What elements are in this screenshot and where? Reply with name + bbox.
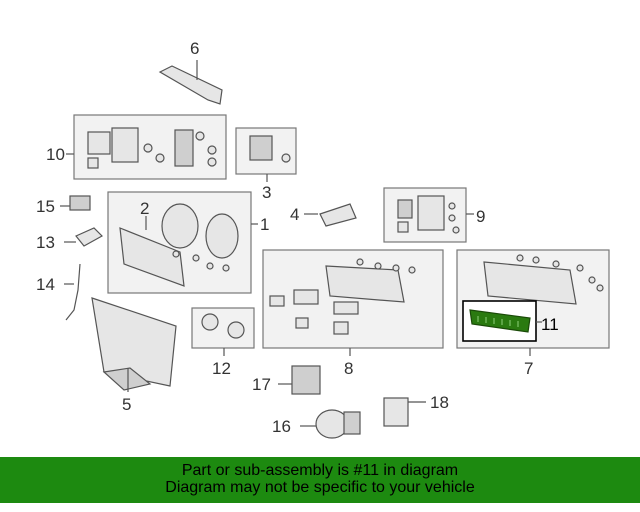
part-11-shape: [469, 309, 531, 333]
callout-4: 4: [290, 205, 299, 224]
part-15-clip[interactable]: 15: [36, 195, 91, 216]
part-14-tube[interactable]: 14: [36, 263, 81, 321]
part-8-control-unit[interactable]: 8: [262, 249, 444, 378]
part-1-instrument-cluster[interactable]: 1 2: [107, 191, 269, 294]
part-18-bracket[interactable]: 18: [383, 393, 449, 427]
part-6-trim-strip[interactable]: 6: [158, 39, 223, 105]
part-10-switch-group[interactable]: 10: [46, 114, 227, 180]
part-16-motor[interactable]: 16: [272, 409, 361, 439]
part-3-switch[interactable]: 3: [235, 127, 297, 202]
part-17-connector[interactable]: 17: [252, 365, 321, 395]
callout-10: 10: [46, 145, 65, 164]
callout-14: 14: [36, 275, 55, 294]
callout-2: 2: [140, 199, 149, 218]
callout-5: 5: [122, 395, 131, 414]
banner-line-2: Diagram may not be specific to your vehi…: [165, 479, 475, 496]
part-4-bracket[interactable]: 4: [290, 203, 357, 227]
group-box-8: [262, 249, 444, 349]
callout-13: 13: [36, 233, 55, 252]
callout-18: 18: [430, 393, 449, 412]
info-banner: Part or sub-assembly is #11 in diagram D…: [0, 457, 640, 503]
callout-11: 11: [541, 315, 559, 334]
part-12-knobs[interactable]: 12: [191, 307, 255, 378]
callout-12: 12: [212, 359, 231, 378]
part-9-switch-group[interactable]: 9: [383, 187, 485, 243]
callout-9: 9: [476, 207, 485, 226]
parts-diagram: 6 10 3 15 13 14: [36, 39, 610, 439]
callout-7: 7: [524, 359, 533, 378]
group-box-12: [191, 307, 255, 349]
callout-3: 3: [262, 183, 271, 202]
part-11-switch-panel-highlighted[interactable]: 11: [462, 300, 559, 342]
callout-1: 1: [260, 215, 269, 234]
callout-16: 16: [272, 417, 291, 436]
banner-line-1: Part or sub-assembly is #11 in diagram: [181, 462, 459, 479]
part-13-clip[interactable]: 13: [36, 227, 103, 252]
part-5-panel[interactable]: 5: [91, 297, 177, 414]
callout-15: 15: [36, 197, 55, 216]
callout-6: 6: [190, 39, 199, 58]
callout-8: 8: [344, 359, 353, 378]
callout-17: 17: [252, 375, 271, 394]
